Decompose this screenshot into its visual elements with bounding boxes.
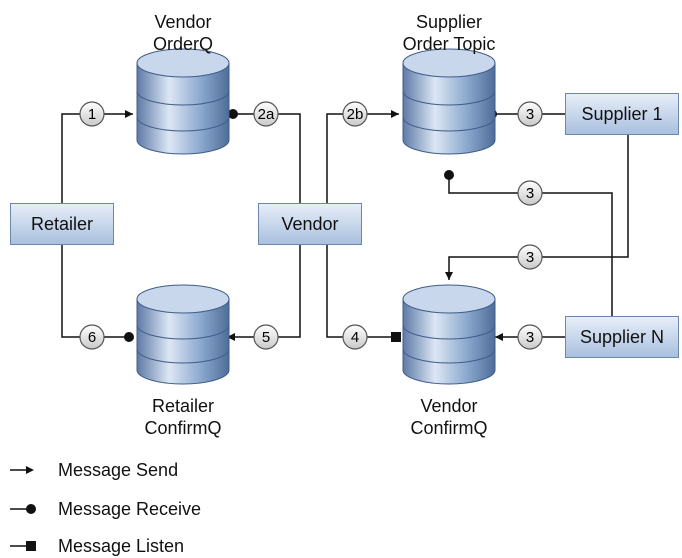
legend-listen: Message Listen xyxy=(8,534,184,558)
legend-glyphs xyxy=(10,466,36,551)
step-badge-2b: 2b xyxy=(342,101,368,127)
edge-vendor-confirmq-to-vendor xyxy=(326,245,394,338)
receive-dot xyxy=(228,109,238,119)
step-badge-3-topic-to-supplier-n: 3 xyxy=(517,180,543,206)
edge-vendor-orderq-to-vendor xyxy=(233,113,301,203)
step-badge-3-supplier-1-confirm: 3 xyxy=(517,244,543,270)
edge-retailer-to-vendor-orderq xyxy=(61,110,133,203)
svg-text:2b: 2b xyxy=(347,106,364,123)
step-badge-2a: 2a xyxy=(253,101,279,127)
svg-text:4: 4 xyxy=(351,329,359,346)
step-badge-1: 1 xyxy=(79,101,105,127)
svg-text:3: 3 xyxy=(526,329,534,346)
vendor-orderq-label: Vendor OrderQ xyxy=(152,12,213,54)
retailer-box: Retailer xyxy=(10,203,114,245)
legend-send-arrowhead-icon xyxy=(26,466,34,474)
supplier-n-box: Supplier N xyxy=(565,316,679,358)
svg-text:1: 1 xyxy=(88,106,96,123)
legend-listen-square-icon xyxy=(26,541,36,551)
legend-send: Message Send xyxy=(8,458,178,482)
legend-send-label: Message Send xyxy=(58,459,179,480)
listen-square xyxy=(391,332,401,342)
svg-text:3: 3 xyxy=(526,106,534,123)
receive-dot xyxy=(444,170,454,180)
step-badge-3-supplier-1: 3 xyxy=(517,101,543,127)
edge-vendor-to-retailer-confirmq xyxy=(227,245,301,341)
step-badge-4: 4 xyxy=(342,324,368,350)
queue-vendor-confirmq-cylinder xyxy=(402,284,496,385)
vendor-box: Vendor xyxy=(258,203,362,245)
edge-retailer-confirmq-to-retailer xyxy=(61,245,129,338)
vendor-confirmq-label: Vendor ConfirmQ xyxy=(410,396,488,438)
svg-text:3: 3 xyxy=(526,249,534,266)
legend-receive-dot-icon xyxy=(26,504,36,514)
supplier-order-topic-label: Supplier Order Topic xyxy=(402,12,496,54)
step-badge-5: 5 xyxy=(253,324,279,350)
svg-text:6: 6 xyxy=(88,329,96,346)
legend-receive: Message Receive xyxy=(8,497,201,521)
supplier-1-box: Supplier 1 xyxy=(565,93,679,135)
step-badge-6: 6 xyxy=(79,324,105,350)
edge-vendor-to-supplier-topic xyxy=(326,110,399,203)
queue-retailer-confirmq-cylinder xyxy=(136,284,230,385)
receive-dot xyxy=(124,332,134,342)
legend-listen-label: Message Listen xyxy=(58,535,185,556)
retailer-confirmq-label: Retailer ConfirmQ xyxy=(144,396,222,438)
queue-supplier-topic-cylinder xyxy=(402,48,496,155)
svg-text:5: 5 xyxy=(262,329,270,346)
svg-text:3: 3 xyxy=(526,185,534,202)
queue-vendor-orderq-cylinder xyxy=(136,48,230,155)
step-badge-3-supplier-n-confirm: 3 xyxy=(517,324,543,350)
svg-text:2a: 2a xyxy=(258,106,275,123)
legend-receive-label: Message Receive xyxy=(58,498,202,519)
